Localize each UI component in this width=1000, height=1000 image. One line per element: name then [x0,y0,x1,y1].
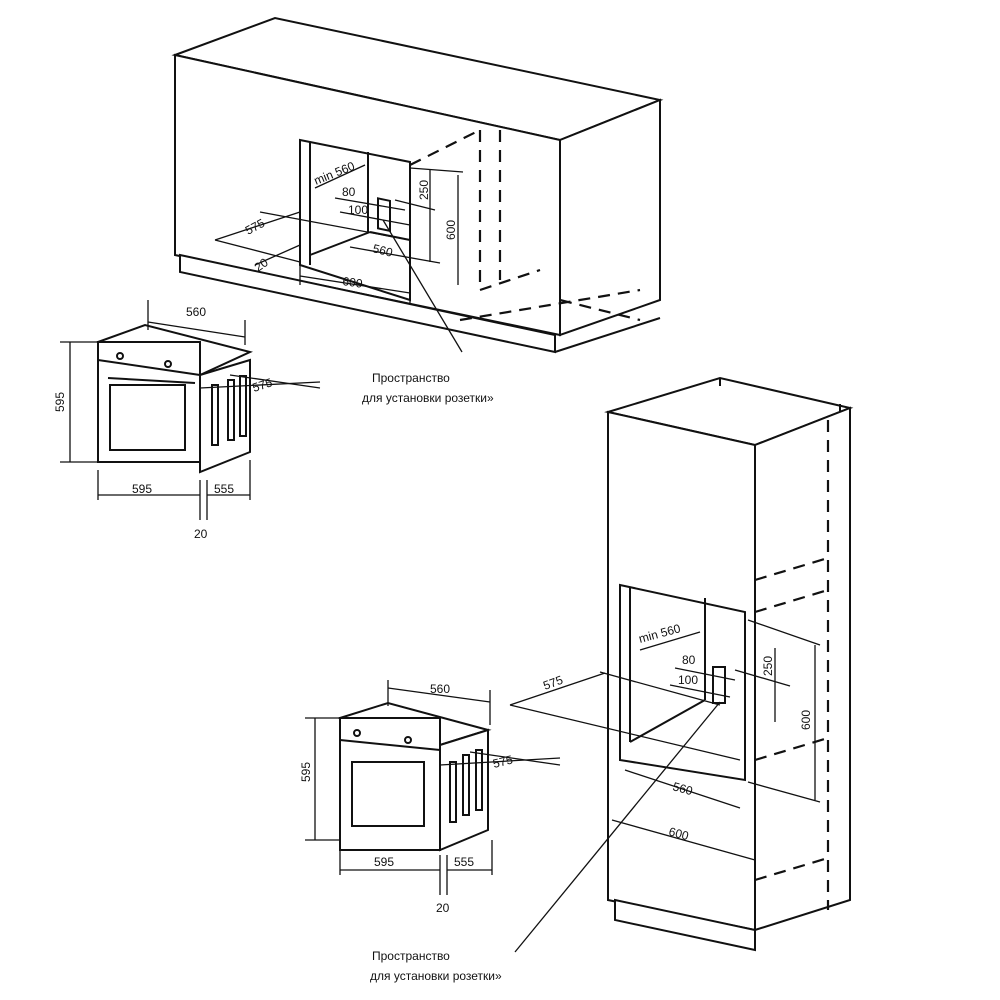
tall-cabinet [509,376,854,953]
dim-niche-height: 600 [444,220,458,240]
oven-bottom-labels: 560 595 575 595 555 20 [299,682,514,915]
oven-bottom-body-depth: 555 [454,855,474,869]
dim-depth-2: 575 [541,673,565,693]
socket-caption-2-line2: для установки розетки» [370,969,502,983]
dim-socket: 100 [348,203,368,217]
oven-bottom-door: 20 [436,901,450,915]
dim-socket-height: 250 [417,180,431,200]
oven-bottom [305,680,561,895]
base-cabinet [171,16,664,354]
dim-socket-2: 100 [678,673,698,687]
oven-top [60,300,321,520]
dim-outer-width-2: 600 [667,824,690,843]
socket-caption-line2: для установки розетки» [362,391,494,405]
dim-inner-width: 560 [371,241,394,260]
oven-top-labels: 560 595 575 595 555 20 [53,305,274,541]
oven-bottom-width: 560 [430,682,450,696]
dim-socket-top-2: 80 [682,653,696,667]
socket-caption-line1: Пространство [372,371,450,385]
dim-outer-width: 600 [342,274,364,291]
oven-bottom-depth: 575 [491,752,514,771]
oven-top-door: 20 [194,527,208,541]
dim-inner-width-2: 560 [671,779,694,798]
oven-bottom-front-width: 595 [374,855,394,869]
dim-socket-height-2: 250 [761,656,775,676]
oven-top-body-depth: 555 [214,482,234,496]
oven-top-depth: 575 [251,375,275,395]
socket-caption-2-line1: Пространство [372,949,450,963]
oven-top-front-width: 595 [132,482,152,496]
dim-niche-height-2: 600 [799,710,813,730]
oven-top-height: 595 [53,392,67,412]
dim-socket-top: 80 [342,185,356,199]
oven-bottom-height: 595 [299,762,313,782]
oven-top-width: 560 [186,305,206,319]
